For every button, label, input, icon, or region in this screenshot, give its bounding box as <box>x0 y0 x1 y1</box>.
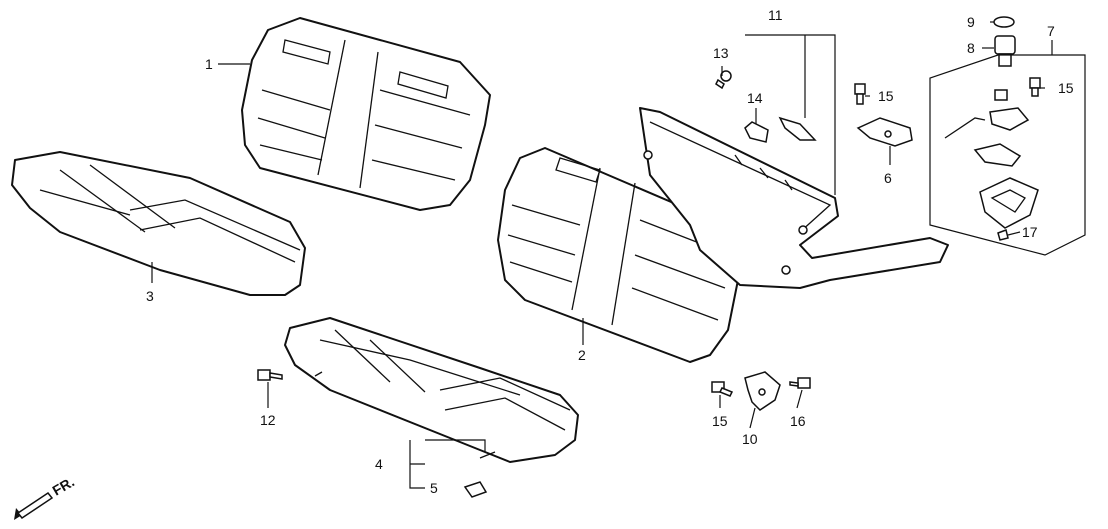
callout-7: 7 <box>1047 23 1055 39</box>
bolt-12 <box>257 369 283 381</box>
callout-2: 2 <box>578 347 586 363</box>
callout-11: 11 <box>768 7 783 23</box>
callout-14: 14 <box>747 90 763 106</box>
clip-5 <box>463 481 488 498</box>
callout-15-lower: 15 <box>712 413 728 429</box>
callout-10: 10 <box>742 431 758 447</box>
leader-lines <box>151 21 1045 489</box>
front-direction-arrow-icon <box>14 491 54 520</box>
callout-9: 9 <box>967 14 975 30</box>
cap-9 <box>993 16 1015 28</box>
callout-3: 3 <box>146 288 154 304</box>
lock-cylinder-8 <box>994 35 1016 67</box>
screw-17 <box>997 229 1009 241</box>
seat-cushion-left <box>11 151 306 296</box>
bolt-15-right <box>1029 77 1041 97</box>
latch-assembly-7 <box>944 89 1039 229</box>
bolt-15-lower <box>711 381 734 397</box>
hinge-10 <box>744 371 781 411</box>
bolt-15-upper <box>854 83 866 105</box>
callout-5: 5 <box>430 480 438 496</box>
seat-back-lower <box>497 147 746 363</box>
callout-12: 12 <box>260 412 276 428</box>
callout-8: 8 <box>967 40 975 56</box>
bolt-13 <box>715 70 732 90</box>
callout-4: 4 <box>375 456 383 472</box>
rear-tray-panel <box>639 107 949 289</box>
callout-13: 13 <box>713 45 729 61</box>
front-label: FR. <box>50 473 78 498</box>
callout-17: 17 <box>1022 224 1038 240</box>
callout-16: 16 <box>790 413 806 429</box>
bracket-14 <box>744 121 769 143</box>
seat-cushion-lower <box>284 317 579 463</box>
callout-15-right: 15 <box>1058 80 1074 96</box>
callout-1: 1 <box>205 56 213 72</box>
callout-15-upper: 15 <box>878 88 894 104</box>
strap-11 <box>778 116 817 141</box>
callout-7-frame <box>929 40 1086 256</box>
bolt-16 <box>789 377 811 389</box>
callout-6: 6 <box>884 170 892 186</box>
bracket-6 <box>856 117 913 147</box>
seat-back-upper <box>241 17 491 211</box>
